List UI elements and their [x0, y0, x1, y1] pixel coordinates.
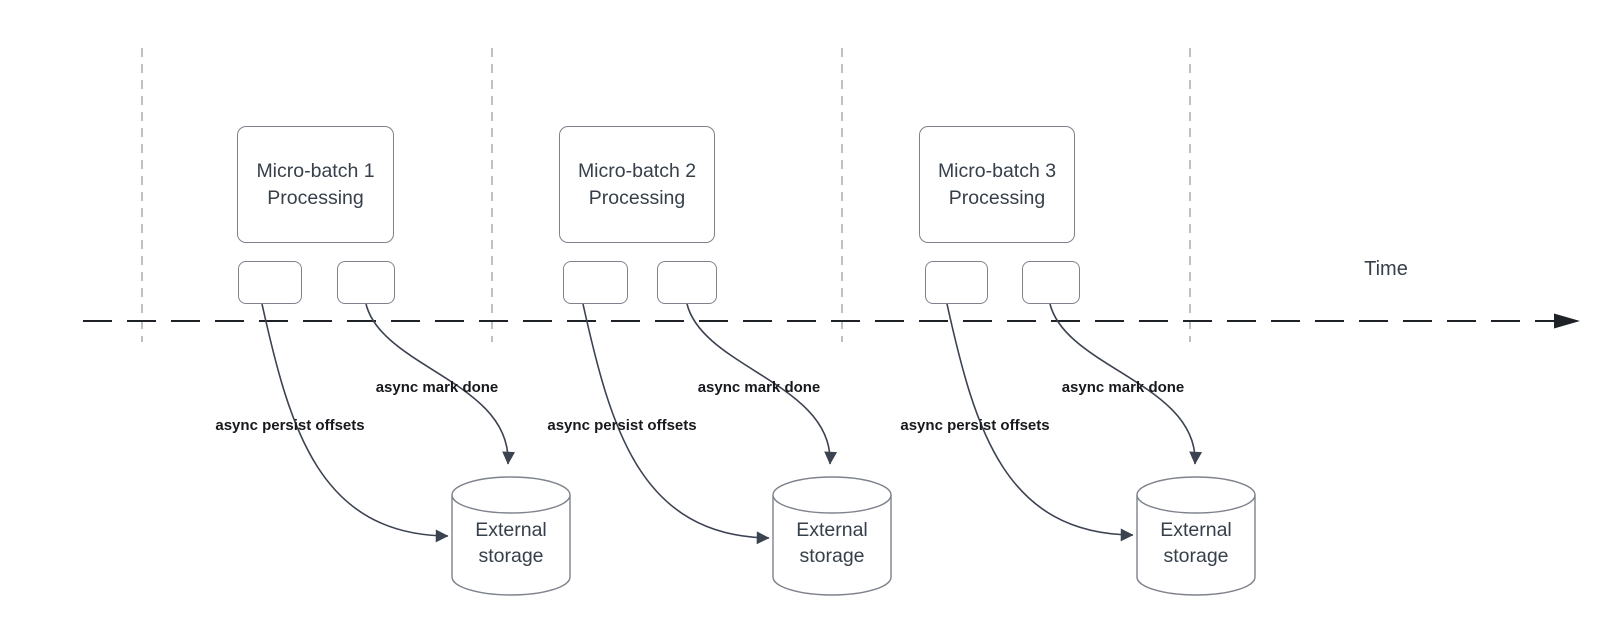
persist-task-box-3	[925, 261, 988, 304]
time-axis-arrowhead-icon	[1554, 313, 1580, 329]
persist-task-box-1	[238, 261, 302, 304]
mark-done-arrow-1	[365, 303, 515, 465]
persist-offsets-label-1: async persist offsets	[215, 417, 365, 434]
micro-batch-box-1-label-line1: Micro-batch 1	[256, 159, 375, 182]
external-storage-label-1: External storage	[452, 517, 570, 569]
persist-offsets-label-3: async persist offsets	[900, 417, 1050, 434]
micro-batch-box-3: Micro-batch 3 Processing	[919, 126, 1075, 243]
mark-done-label-3: async mark done	[1061, 379, 1185, 396]
mark-done-task-box-1	[337, 261, 395, 304]
external-storage-label-2-line2: storage	[799, 545, 865, 567]
mark-done-arrow-3	[1049, 303, 1203, 465]
external-storage-label-3-line1: External	[1160, 519, 1232, 541]
micro-batch-box-2-label-line2: Processing	[588, 186, 686, 209]
micro-batch-box-1-label-line2: Processing	[267, 186, 364, 209]
persist-offsets-arrow-1	[261, 303, 449, 543]
micro-batch-box-1: Micro-batch 1 Processing	[237, 126, 394, 243]
persist-offsets-arrow-2	[582, 303, 770, 545]
external-storage-label-3-line2: storage	[1163, 545, 1229, 567]
external-storage-label-3: External storage	[1137, 517, 1255, 569]
mark-done-task-box-2	[657, 261, 717, 304]
external-storage-label-2-line1: External	[796, 519, 868, 541]
mark-done-task-box-3	[1022, 261, 1080, 304]
external-storage-label-2: External storage	[773, 517, 891, 569]
external-storage-cylinder-3	[1136, 476, 1256, 596]
persist-offsets-arrow-3	[946, 303, 1134, 542]
mark-done-label-2: async mark done	[697, 379, 821, 396]
time-axis-label: Time	[1364, 258, 1408, 280]
external-storage-label-1-line2: storage	[478, 545, 544, 567]
external-storage-label-1-line1: External	[475, 519, 547, 541]
external-storage-cylinder-1	[451, 476, 571, 596]
external-storage-cylinder-2	[772, 476, 892, 596]
micro-batch-box-2: Micro-batch 2 Processing	[559, 126, 715, 243]
micro-batch-box-2-label-line1: Micro-batch 2	[577, 159, 697, 182]
mark-done-arrow-2	[686, 303, 838, 465]
persist-offsets-label-2: async persist offsets	[547, 417, 697, 434]
mark-done-label-1: async mark done	[375, 379, 499, 396]
micro-batch-box-3-label-line2: Processing	[948, 186, 1046, 209]
micro-batch-box-3-label-line1: Micro-batch 3	[937, 159, 1057, 182]
persist-task-box-2	[563, 261, 628, 304]
